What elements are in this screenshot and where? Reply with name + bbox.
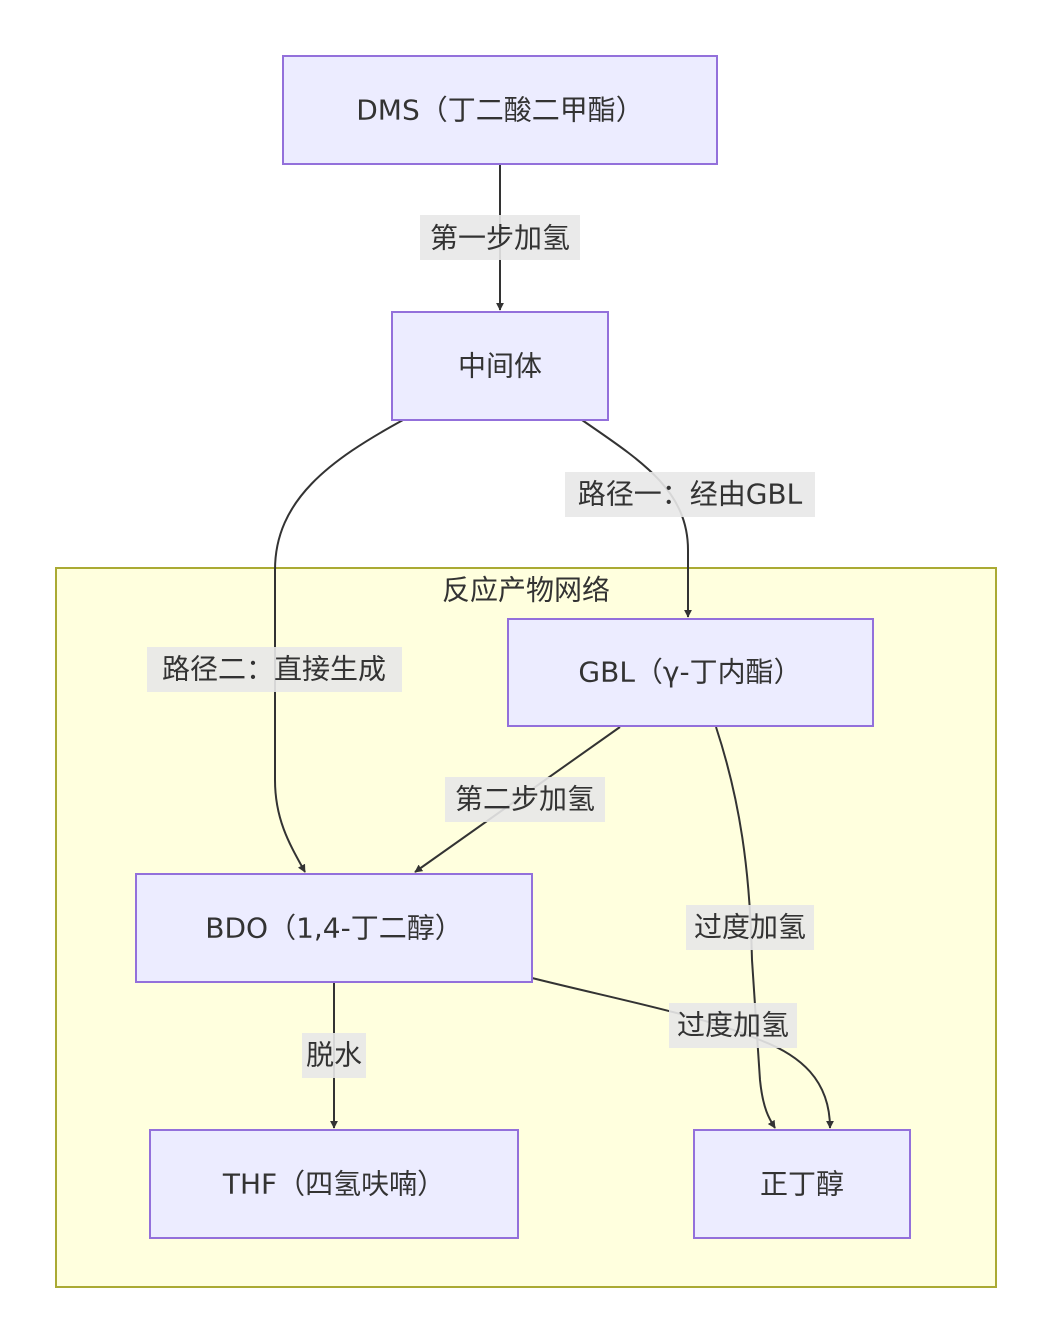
- edge-labels: 第一步加氢 路径一：经由GBL 路径二：直接生成 第二步加氢 过度加氢 过度加氢…: [147, 215, 815, 1078]
- edge-label-dehydration: 脱水: [302, 1033, 366, 1078]
- nodes: DMS（丁二酸二甲酯） 中间体 GBL（γ-丁内酯） BDO（1,4-丁二醇） …: [135, 55, 911, 1239]
- cluster-title: 反应产物网络: [442, 574, 610, 607]
- svg-text:路径一：经由GBL: 路径一：经由GBL: [578, 478, 803, 511]
- edge-label-over-hydrogenation-gbl: 过度加氢: [686, 905, 814, 950]
- svg-text:中间体: 中间体: [458, 350, 542, 383]
- node-thf: THF（四氢呋喃）: [149, 1129, 519, 1239]
- edge-label-over-hydrogenation-bdo: 过度加氢: [669, 1003, 797, 1048]
- node-gbl: GBL（γ-丁内酯）: [507, 618, 874, 727]
- svg-text:正丁醇: 正丁醇: [760, 1168, 844, 1201]
- edge-label-route-two: 路径二：直接生成: [147, 647, 402, 692]
- svg-text:第二步加氢: 第二步加氢: [455, 783, 595, 816]
- svg-text:THF（四氢呋喃）: THF（四氢呋喃）: [222, 1168, 445, 1201]
- svg-text:GBL（γ-丁内酯）: GBL（γ-丁内酯）: [578, 656, 801, 689]
- svg-text:脱水: 脱水: [306, 1039, 362, 1072]
- node-intermediate: 中间体: [391, 311, 609, 421]
- svg-text:过度加氢: 过度加氢: [677, 1009, 789, 1042]
- edge-label-step-one: 第一步加氢: [420, 215, 580, 260]
- edge-intermediate-to-bdo: [274, 419, 404, 873]
- svg-text:路径二：直接生成: 路径二：直接生成: [162, 653, 386, 686]
- node-dms: DMS（丁二酸二甲酯）: [282, 55, 718, 165]
- edge-label-step-two: 第二步加氢: [445, 777, 605, 822]
- svg-text:DMS（丁二酸二甲酯）: DMS（丁二酸二甲酯）: [356, 94, 644, 127]
- node-butanol: 正丁醇: [693, 1129, 911, 1239]
- svg-text:过度加氢: 过度加氢: [694, 911, 806, 944]
- svg-text:第一步加氢: 第一步加氢: [430, 222, 570, 255]
- svg-text:BDO（1,4-丁二醇）: BDO（1,4-丁二醇）: [205, 912, 462, 945]
- node-bdo: BDO（1,4-丁二醇）: [135, 873, 533, 983]
- edge-label-route-one: 路径一：经由GBL: [565, 472, 815, 517]
